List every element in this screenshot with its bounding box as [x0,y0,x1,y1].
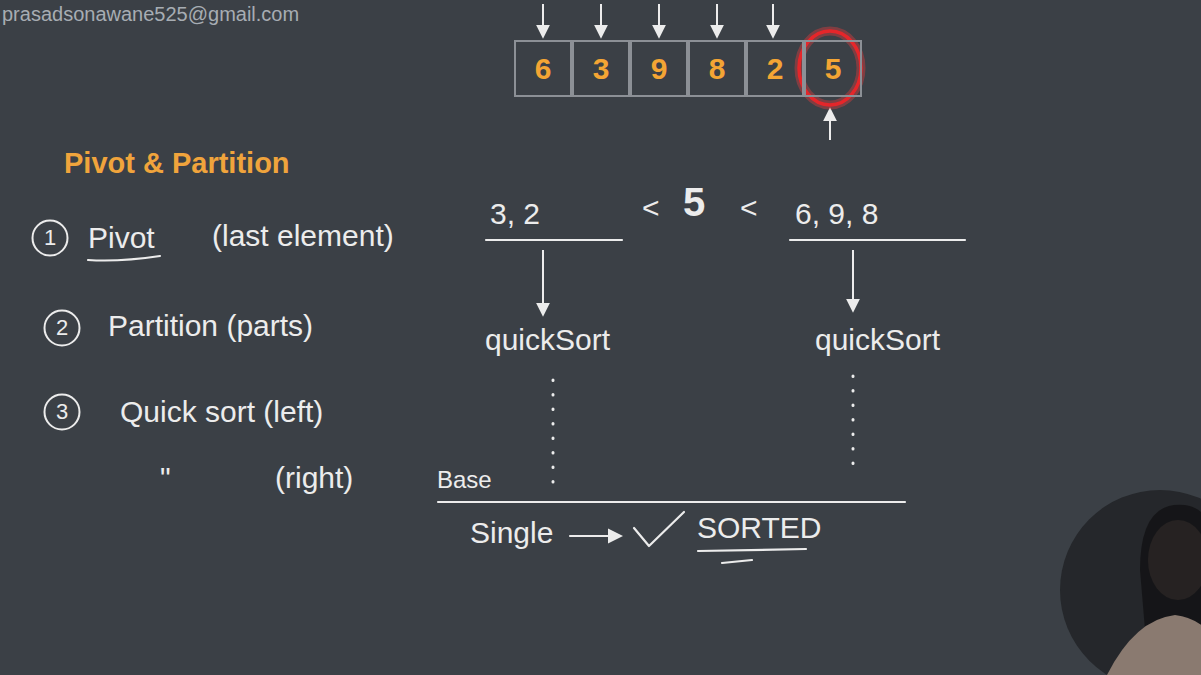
array-cell: 8 [688,40,746,97]
pivot-value: 5 [683,178,705,226]
circle-stroke [33,221,68,256]
base-case-label: Base [437,466,492,495]
array-value: 8 [709,51,726,87]
underline [790,239,965,241]
step-number: 2 [56,315,68,341]
array-cell: 6 [514,40,572,97]
pivot-circle [799,31,861,105]
down-arrow [852,250,854,310]
watermark: prasadsonawane525@gmail.com [2,2,299,26]
down-arrow [542,250,544,314]
right-part: 6, 9, 8 [795,196,878,232]
ditto-mark: " [160,460,171,496]
array-cell: 2 [746,40,804,97]
recursive-call: quickSort [485,322,610,358]
array-value: 2 [767,51,784,87]
pointer-arrow [600,4,602,36]
array-cell: 5 [804,40,862,97]
array-value: 6 [535,51,552,87]
step-label: (last element) [212,218,394,254]
circle-stroke [45,311,80,346]
webcam-circle [1060,490,1201,675]
underline [486,239,622,241]
base-case-label: Single [470,515,553,551]
less-than: < [642,190,660,226]
heading: Pivot & Partition [64,146,290,181]
pointer-arrow [658,4,660,36]
underline [722,560,752,563]
circle-stroke [45,395,80,430]
recursive-call: quickSort [815,322,940,358]
step-label: (right) [275,460,353,496]
shoulders [1100,615,1201,675]
presenter-webcam [1060,490,1201,675]
array-value: 9 [651,51,668,87]
step-number: 3 [56,399,68,425]
left-part: 3, 2 [490,196,540,232]
arrow [570,535,620,537]
underlines [88,240,965,563]
less-than: < [740,190,758,226]
step-number: 1 [44,225,56,251]
check-mark [634,512,684,546]
base-case-mark [570,512,684,546]
sorted-label: SORTED [697,510,821,546]
array-value: 5 [825,51,842,87]
underline [88,256,160,261]
dots [552,380,555,482]
dotted-recursion [553,376,853,482]
array-value: 3 [593,51,610,87]
dots [852,376,855,470]
pointer-arrow [542,4,544,36]
step-number-circle: 2 [43,309,81,347]
step-number-circle: 3 [43,393,81,431]
pivot-pointer [829,110,831,140]
underline [698,549,806,551]
array-cell: 3 [572,40,630,97]
pointer-arrow [772,4,774,36]
base-line [438,501,905,503]
step-number-circle: 1 [31,219,69,257]
step-label: Quick sort (left) [120,394,323,430]
pointer-arrow [716,4,718,36]
array-cell: 9 [630,40,688,97]
step-label: Partition (parts) [108,308,313,344]
recursion-arrows [543,250,853,314]
step-label: Pivot [88,220,155,256]
pivot-glow [799,31,861,105]
cell-pointers [543,4,830,140]
